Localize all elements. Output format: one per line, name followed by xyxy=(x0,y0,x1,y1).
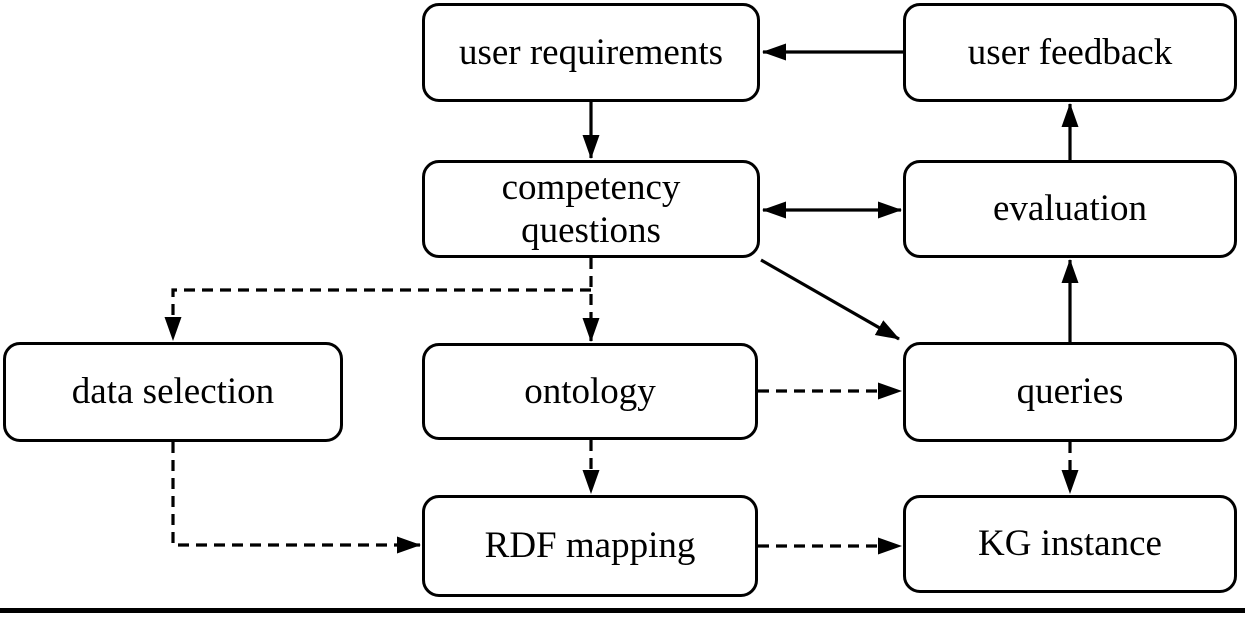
edge-data-selection-to-rdf-mapping xyxy=(171,442,421,554)
node-label: evaluation xyxy=(992,188,1148,230)
edge-competency-questions-to-data-selection xyxy=(164,288,591,341)
edge-competency-questions-to-queries xyxy=(760,258,900,341)
node-label: KG instance xyxy=(978,523,1162,565)
node-user-feedback: user feedback xyxy=(903,3,1237,102)
node-label: user requirements xyxy=(458,31,724,73)
node-label: user feedback xyxy=(967,31,1173,73)
node-label: queries xyxy=(1016,371,1124,413)
node-ontology: ontology xyxy=(422,343,758,440)
node-user-requirements: user requirements xyxy=(422,3,760,102)
node-label: ontology xyxy=(524,370,656,412)
bottom-rule xyxy=(0,608,1245,613)
node-data-selection: data selection xyxy=(3,342,343,442)
node-label: data selection xyxy=(71,371,275,413)
node-evaluation: evaluation xyxy=(903,160,1237,258)
node-queries: queries xyxy=(903,342,1237,442)
node-kg-instance: KG instance xyxy=(903,495,1237,593)
node-competency-questions: competency questions xyxy=(422,160,760,258)
node-rdf-mapping: RDF mapping xyxy=(422,495,758,597)
node-label: RDF mapping xyxy=(484,525,696,567)
node-label: competency questions xyxy=(501,166,681,251)
